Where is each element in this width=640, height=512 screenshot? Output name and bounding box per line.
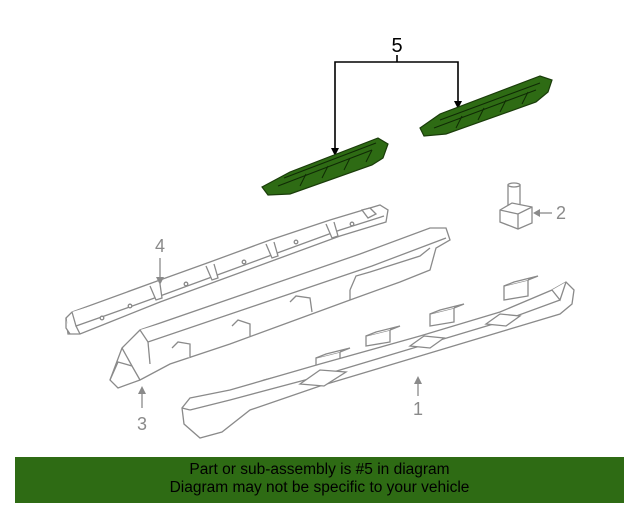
callout-5-arrow-left — [331, 148, 339, 156]
callout-4-label: 4 — [155, 236, 165, 256]
parts-diagram: 5 — [65, 35, 575, 439]
step-bar-part-1[interactable] — [181, 275, 575, 439]
callout-1-label: 1 — [413, 399, 423, 419]
callout-5-leader — [334, 55, 459, 150]
callout-3-arrow — [138, 386, 146, 394]
step-pad-left[interactable] — [261, 137, 389, 196]
banner-line-2: Diagram may not be specific to your vehi… — [169, 479, 470, 496]
bracket-part-2[interactable] — [499, 182, 533, 230]
info-banner: Part or sub-assembly is #5 in diagram Di… — [15, 457, 624, 503]
callout-3-label: 3 — [137, 414, 147, 434]
banner-line-1: Part or sub-assembly is #5 in diagram — [189, 461, 450, 478]
callout-1-arrow — [414, 376, 422, 384]
callout-2-arrow — [533, 209, 540, 217]
rail-part-4[interactable] — [65, 204, 389, 335]
step-pad-right[interactable] — [419, 75, 553, 137]
callout-2-label: 2 — [556, 203, 566, 223]
callout-4-arrow — [156, 277, 164, 285]
callout-5-arrow-right — [454, 101, 462, 109]
callout-5-label: 5 — [391, 35, 402, 57]
rocker-part-3[interactable] — [109, 227, 451, 389]
